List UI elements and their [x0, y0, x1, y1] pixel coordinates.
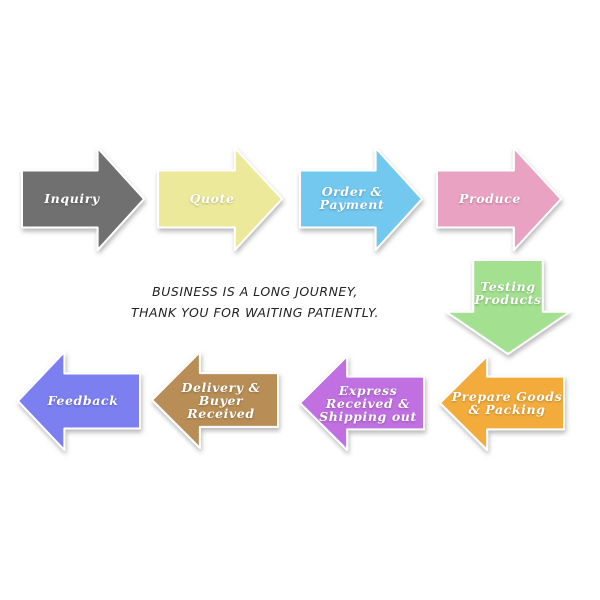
- message-line-2: THANK YOU FOR WAITING PATIENTLY.: [130, 305, 379, 320]
- step-label-delivery-buyer-received: Delivery & Buyer Received: [181, 379, 261, 421]
- step-arrow-order-payment: [299, 147, 423, 251]
- step-label-inquiry: Inquiry: [44, 190, 100, 206]
- step-label-quote: Quote: [189, 190, 235, 206]
- step-arrow-produce: [436, 147, 562, 251]
- step-label-testing-products: Testing Products: [474, 279, 542, 307]
- step-label-feedback: Feedback: [47, 392, 119, 408]
- step-arrow-delivery-buyer-received: [151, 351, 279, 449]
- message-text: BUSINESS IS A LONG JOURNEY, THANK YOU FO…: [95, 281, 415, 323]
- step-arrow-express-received-shipping-out: [299, 355, 425, 451]
- step-arrow-prepare-goods-packing: [439, 355, 565, 451]
- step-arrow-inquiry: [21, 147, 145, 251]
- step-label-express-received-shipping-out: Express Received & Shipping out: [319, 382, 417, 424]
- step-arrow-quote: [157, 147, 283, 251]
- step-label-order-payment: Order & Payment: [319, 184, 385, 212]
- step-label-produce: Produce: [459, 190, 521, 206]
- step-arrow-testing-products: [445, 259, 571, 355]
- message-line-1: BUSINESS IS A LONG JOURNEY,: [152, 284, 358, 299]
- step-arrow-feedback: [17, 351, 141, 451]
- step-label-prepare-goods-packing: Prepare Goods & Packing: [451, 389, 563, 417]
